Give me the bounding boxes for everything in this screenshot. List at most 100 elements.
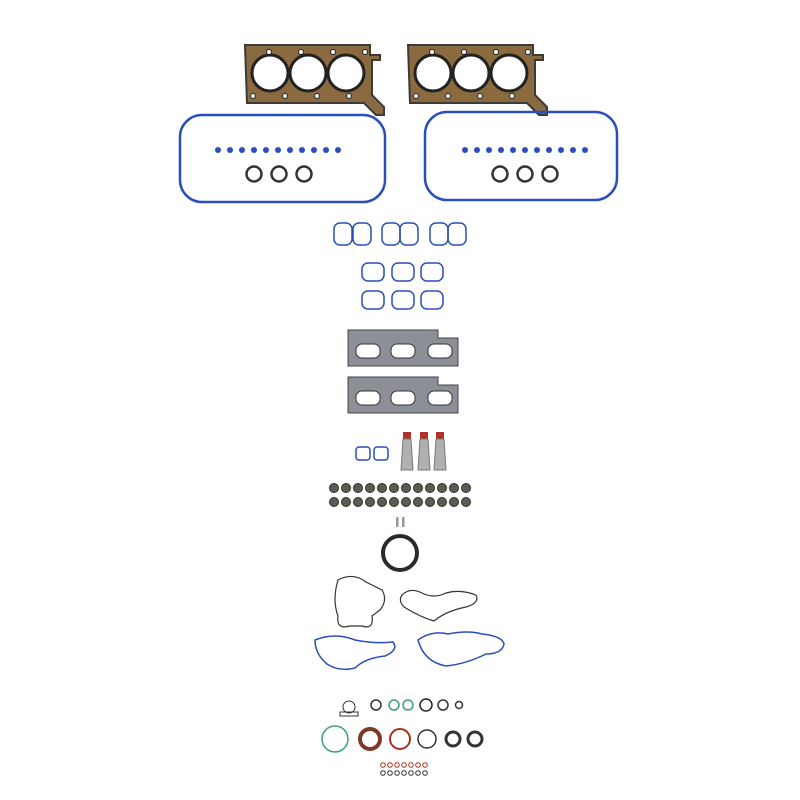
bolt-hole bbox=[266, 49, 272, 55]
spark-plug-seal bbox=[335, 147, 341, 153]
spark-plug-seal bbox=[251, 147, 257, 153]
small-o-ring bbox=[387, 770, 393, 776]
tube-seal bbox=[541, 165, 559, 183]
o-ring bbox=[454, 700, 464, 710]
o-ring bbox=[388, 699, 400, 711]
cylinder-bore bbox=[451, 53, 491, 93]
small-seal bbox=[373, 446, 389, 461]
spark-plug-seal bbox=[462, 147, 468, 153]
tube-cap bbox=[403, 432, 411, 439]
valve-stem-seal bbox=[413, 497, 423, 507]
valve-cover-gasket bbox=[423, 110, 619, 202]
exhaust-port bbox=[427, 390, 453, 406]
o-ring bbox=[321, 725, 349, 753]
valve-stem-seal bbox=[449, 483, 459, 493]
valve-stem-seal bbox=[329, 497, 339, 507]
bolt-hole bbox=[525, 49, 531, 55]
valve-stem-seal bbox=[353, 483, 363, 493]
bolt-hole bbox=[330, 49, 336, 55]
o-ring bbox=[417, 729, 437, 749]
tube-seal bbox=[516, 165, 534, 183]
cylinder-bore bbox=[288, 53, 328, 93]
bolt-hole bbox=[298, 49, 304, 55]
sealant-tube bbox=[433, 438, 447, 471]
small-o-ring bbox=[408, 770, 414, 776]
bolt-hole bbox=[461, 49, 467, 55]
valve-stem-seal bbox=[377, 483, 387, 493]
sealant-tube bbox=[400, 438, 414, 471]
water-pump-gasket bbox=[399, 589, 478, 622]
valve-stem-seal bbox=[329, 483, 339, 493]
cylinder-bore bbox=[489, 53, 529, 93]
cylinder-bore bbox=[326, 53, 366, 93]
small-o-ring bbox=[394, 770, 400, 776]
exhaust-port bbox=[355, 343, 381, 359]
tube-cap bbox=[420, 432, 428, 439]
valve-stem-seal bbox=[365, 497, 375, 507]
bolt-hole bbox=[413, 93, 419, 99]
o-ring bbox=[444, 730, 462, 748]
dowel-pin bbox=[396, 517, 399, 527]
valve-stem-seal bbox=[425, 483, 435, 493]
o-ring bbox=[358, 727, 382, 751]
spark-plug-seal bbox=[275, 147, 281, 153]
small-o-ring bbox=[422, 770, 428, 776]
tube-seal bbox=[245, 165, 263, 183]
intake-gasket bbox=[391, 262, 415, 282]
bolt-hole bbox=[429, 49, 435, 55]
spark-plug-seal bbox=[263, 147, 269, 153]
valve-stem-seal bbox=[437, 497, 447, 507]
bolt-hole bbox=[445, 93, 451, 99]
spark-plug-seal bbox=[311, 147, 317, 153]
sealant-tube bbox=[417, 438, 431, 471]
bolt-hole bbox=[282, 93, 288, 99]
small-o-ring bbox=[415, 770, 421, 776]
crankshaft-seal bbox=[381, 534, 419, 572]
small-o-ring bbox=[387, 762, 393, 768]
valve-stem-seal bbox=[401, 483, 411, 493]
bolt-hole bbox=[346, 93, 352, 99]
spark-plug-seal bbox=[522, 147, 528, 153]
seal-base bbox=[339, 711, 359, 717]
valve-stem-seal bbox=[389, 497, 399, 507]
valve-stem-seal bbox=[449, 497, 459, 507]
cylinder-bore bbox=[413, 53, 453, 93]
valve-stem-seal bbox=[389, 483, 399, 493]
spark-plug-seal bbox=[215, 147, 221, 153]
o-ring bbox=[419, 698, 433, 712]
spark-plug-seal bbox=[239, 147, 245, 153]
exhaust-port bbox=[390, 343, 416, 359]
intake-gasket bbox=[420, 290, 444, 310]
intake-gasket bbox=[361, 262, 385, 282]
small-o-ring bbox=[380, 762, 386, 768]
small-seal bbox=[355, 446, 371, 461]
valve-stem-seal bbox=[425, 497, 435, 507]
spark-plug-seal bbox=[498, 147, 504, 153]
tube-seal bbox=[295, 165, 313, 183]
spark-plug-seal bbox=[534, 147, 540, 153]
intake-gasket bbox=[381, 222, 401, 246]
bolt-hole bbox=[509, 93, 515, 99]
valve-stem-seal bbox=[353, 497, 363, 507]
o-ring bbox=[437, 699, 449, 711]
intake-gasket bbox=[333, 222, 353, 246]
spark-plug-seal bbox=[510, 147, 516, 153]
bolt-hole bbox=[493, 49, 499, 55]
small-o-ring bbox=[401, 770, 407, 776]
intake-gasket bbox=[361, 290, 385, 310]
cylinder-bore bbox=[250, 53, 290, 93]
intake-gasket bbox=[352, 222, 372, 246]
valve-stem-seal bbox=[437, 483, 447, 493]
timing-cover-gasket bbox=[334, 575, 386, 628]
o-ring bbox=[402, 699, 414, 711]
front-cover-gasket bbox=[417, 631, 505, 667]
small-o-ring bbox=[401, 762, 407, 768]
small-o-ring bbox=[422, 762, 428, 768]
spark-plug-seal bbox=[227, 147, 233, 153]
tube-seal bbox=[491, 165, 509, 183]
exhaust-port bbox=[355, 390, 381, 406]
spark-plug-seal bbox=[570, 147, 576, 153]
small-o-ring bbox=[415, 762, 421, 768]
tube-seal bbox=[270, 165, 288, 183]
